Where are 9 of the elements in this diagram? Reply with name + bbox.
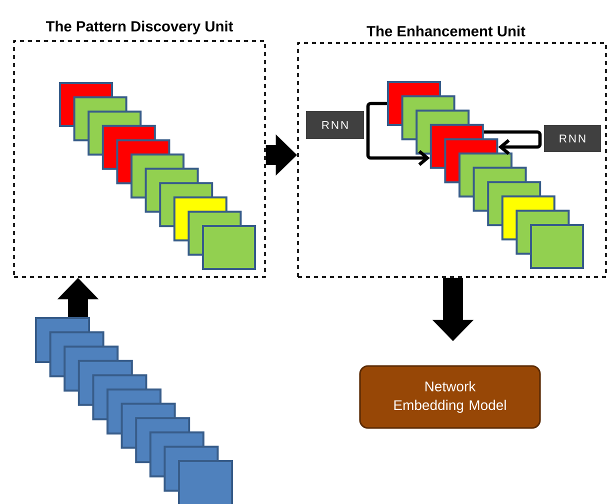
- rnn-box: RNN: [544, 125, 601, 152]
- unit-title: The Pattern Discovery Unit: [46, 20, 234, 34]
- square: [178, 460, 233, 504]
- unit-title: The Enhancement Unit: [366, 26, 526, 36]
- loop-arrow: [484, 130, 542, 155]
- square: [202, 225, 256, 270]
- square: [530, 224, 584, 269]
- rnn-box: RNN: [306, 111, 364, 139]
- model-box: Network Embedding Model: [359, 365, 541, 429]
